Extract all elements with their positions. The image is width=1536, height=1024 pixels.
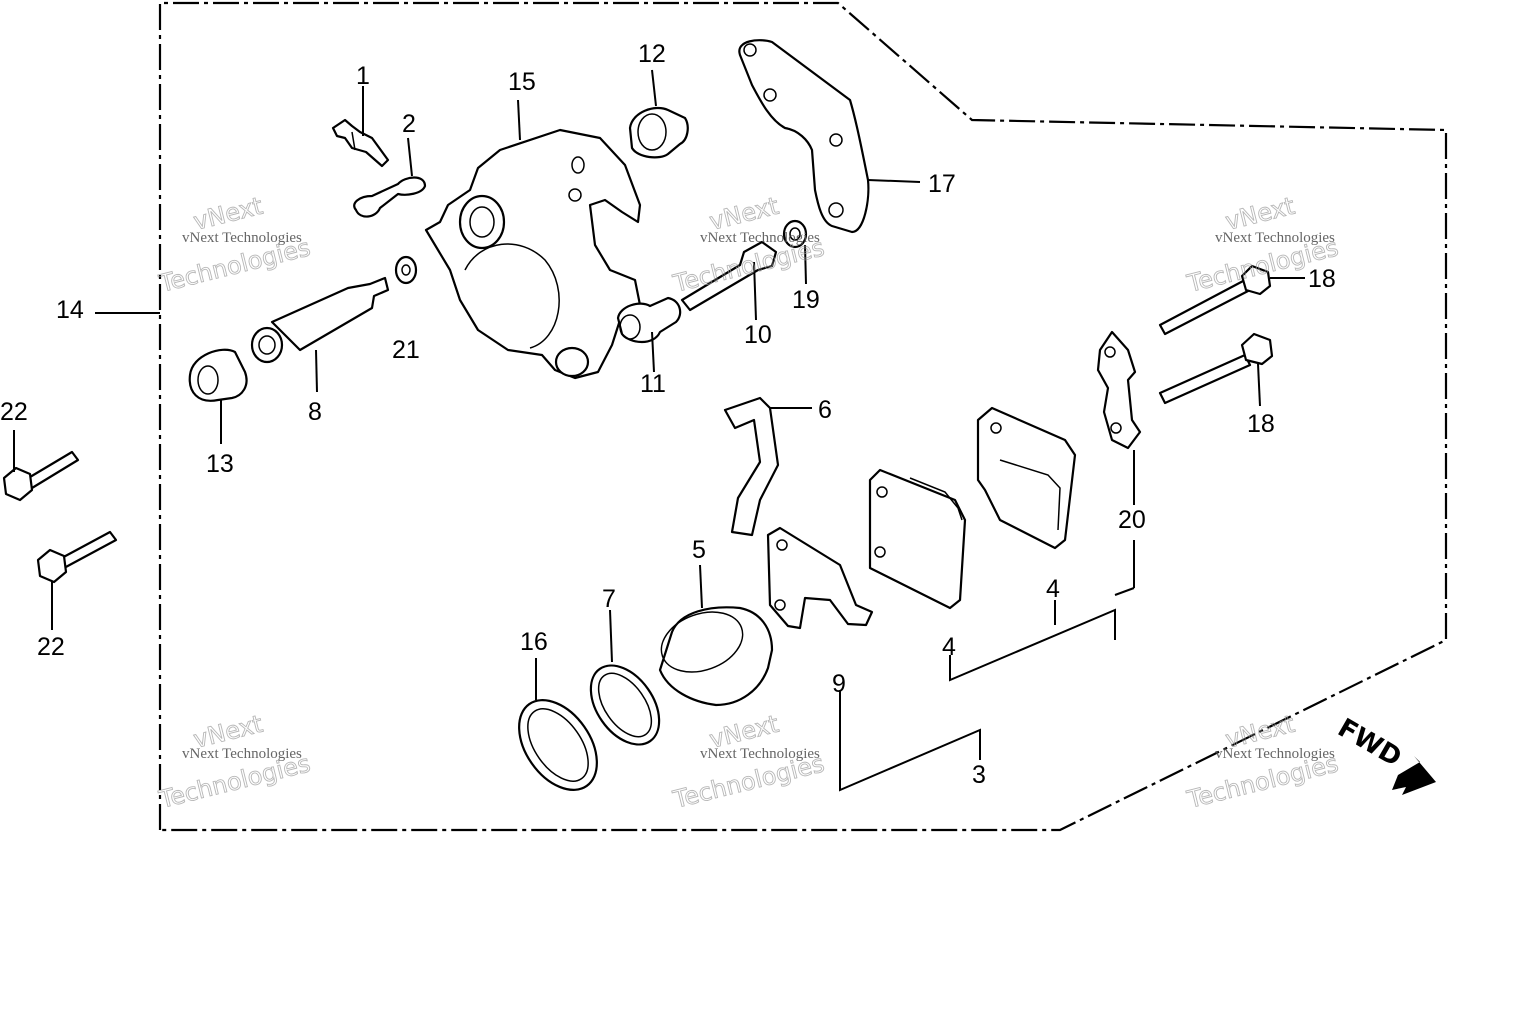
callout-labels: 1 2 15 12 17 19 10 11 21 8 13 14 22 22 1… (0, 40, 1336, 789)
dust-boot-part (628, 69, 689, 159)
callout-5: 5 (692, 536, 706, 564)
callout-15: 15 (508, 68, 536, 96)
callout-9: 9 (832, 670, 846, 698)
bleeder-cap-part (353, 137, 427, 218)
watermark-bottom-left: vNext vNext Technologies Technologies (155, 709, 313, 814)
pin-8-part (250, 276, 390, 393)
callout-14: 14 (56, 296, 84, 324)
svg-text:vNext Technologies: vNext Technologies (1215, 230, 1335, 246)
watermark-top-left: vNext vNext Technologies Technologies (155, 191, 313, 298)
pad-set-bracket (839, 540, 1135, 792)
callout-18-lower: 18 (1247, 410, 1275, 438)
brake-pad-outer-part (976, 406, 1077, 550)
callout-22-upper: 22 (0, 398, 28, 426)
piston-5-part (658, 564, 774, 707)
callout-17: 17 (928, 170, 956, 198)
sleeve-11-part (616, 296, 682, 373)
callout-4-left: 4 (942, 633, 956, 661)
callout-21: 21 (392, 336, 420, 364)
brake-pad-inner-part (868, 468, 967, 610)
washer-21-part (394, 255, 418, 285)
bolt-22-upper-part (2, 430, 80, 502)
boot-13-part (188, 348, 248, 444)
bleeder-screw-part (331, 86, 390, 168)
callout-11: 11 (640, 370, 666, 398)
forward-label: FWD (1333, 713, 1407, 773)
svg-text:vNext Technologies: vNext Technologies (1215, 746, 1335, 762)
forward-arrow-icon (1392, 756, 1436, 795)
bolt-22-lower-part (36, 530, 118, 630)
callout-20: 20 (1118, 506, 1146, 534)
callout-4-right: 4 (1046, 575, 1060, 603)
callout-2: 2 (402, 110, 416, 138)
callout-7: 7 (602, 585, 616, 613)
piston-seal-7-part (589, 609, 661, 746)
bolt-18-lower-part (1158, 332, 1274, 407)
callout-16: 16 (520, 628, 548, 656)
caliper-bracket-part (738, 39, 921, 234)
callout-8: 8 (308, 398, 322, 426)
svg-text:vNext Technologies: vNext Technologies (700, 746, 820, 762)
shim-20-part (1096, 330, 1142, 505)
forward-direction-indicator: FWD (1333, 713, 1436, 795)
watermark-top-center: vNext vNext Technologies Technologies (669, 191, 827, 298)
caliper-body-part (424, 99, 642, 380)
assembly-boundary (158, 1, 1448, 832)
callout-12: 12 (638, 40, 666, 68)
washer-19-part (782, 219, 808, 285)
callout-13: 13 (206, 450, 234, 478)
callout-22-lower: 22 (37, 633, 65, 661)
callout-1: 1 (356, 62, 370, 90)
pad-spring-6-part (723, 396, 812, 537)
svg-text:vNext Technologies: vNext Technologies (182, 746, 302, 762)
callout-6: 6 (818, 396, 832, 424)
callout-10: 10 (744, 321, 772, 349)
watermark-bottom-center: vNext vNext Technologies Technologies (669, 709, 827, 814)
dust-seal-16-part (518, 658, 598, 791)
svg-text:vNext Technologies: vNext Technologies (182, 230, 302, 246)
pin-bolt-10-part (680, 240, 778, 321)
svg-text:vNext Technologies: vNext Technologies (700, 230, 820, 246)
callout-19: 19 (792, 286, 820, 314)
pad-plate-9-part (766, 526, 874, 630)
callout-18-upper: 18 (1308, 265, 1336, 293)
watermark-bottom-right: vNext vNext Technologies Technologies (1183, 709, 1341, 814)
callout-3: 3 (972, 761, 986, 789)
bolt-18-upper-part (1158, 264, 1305, 336)
